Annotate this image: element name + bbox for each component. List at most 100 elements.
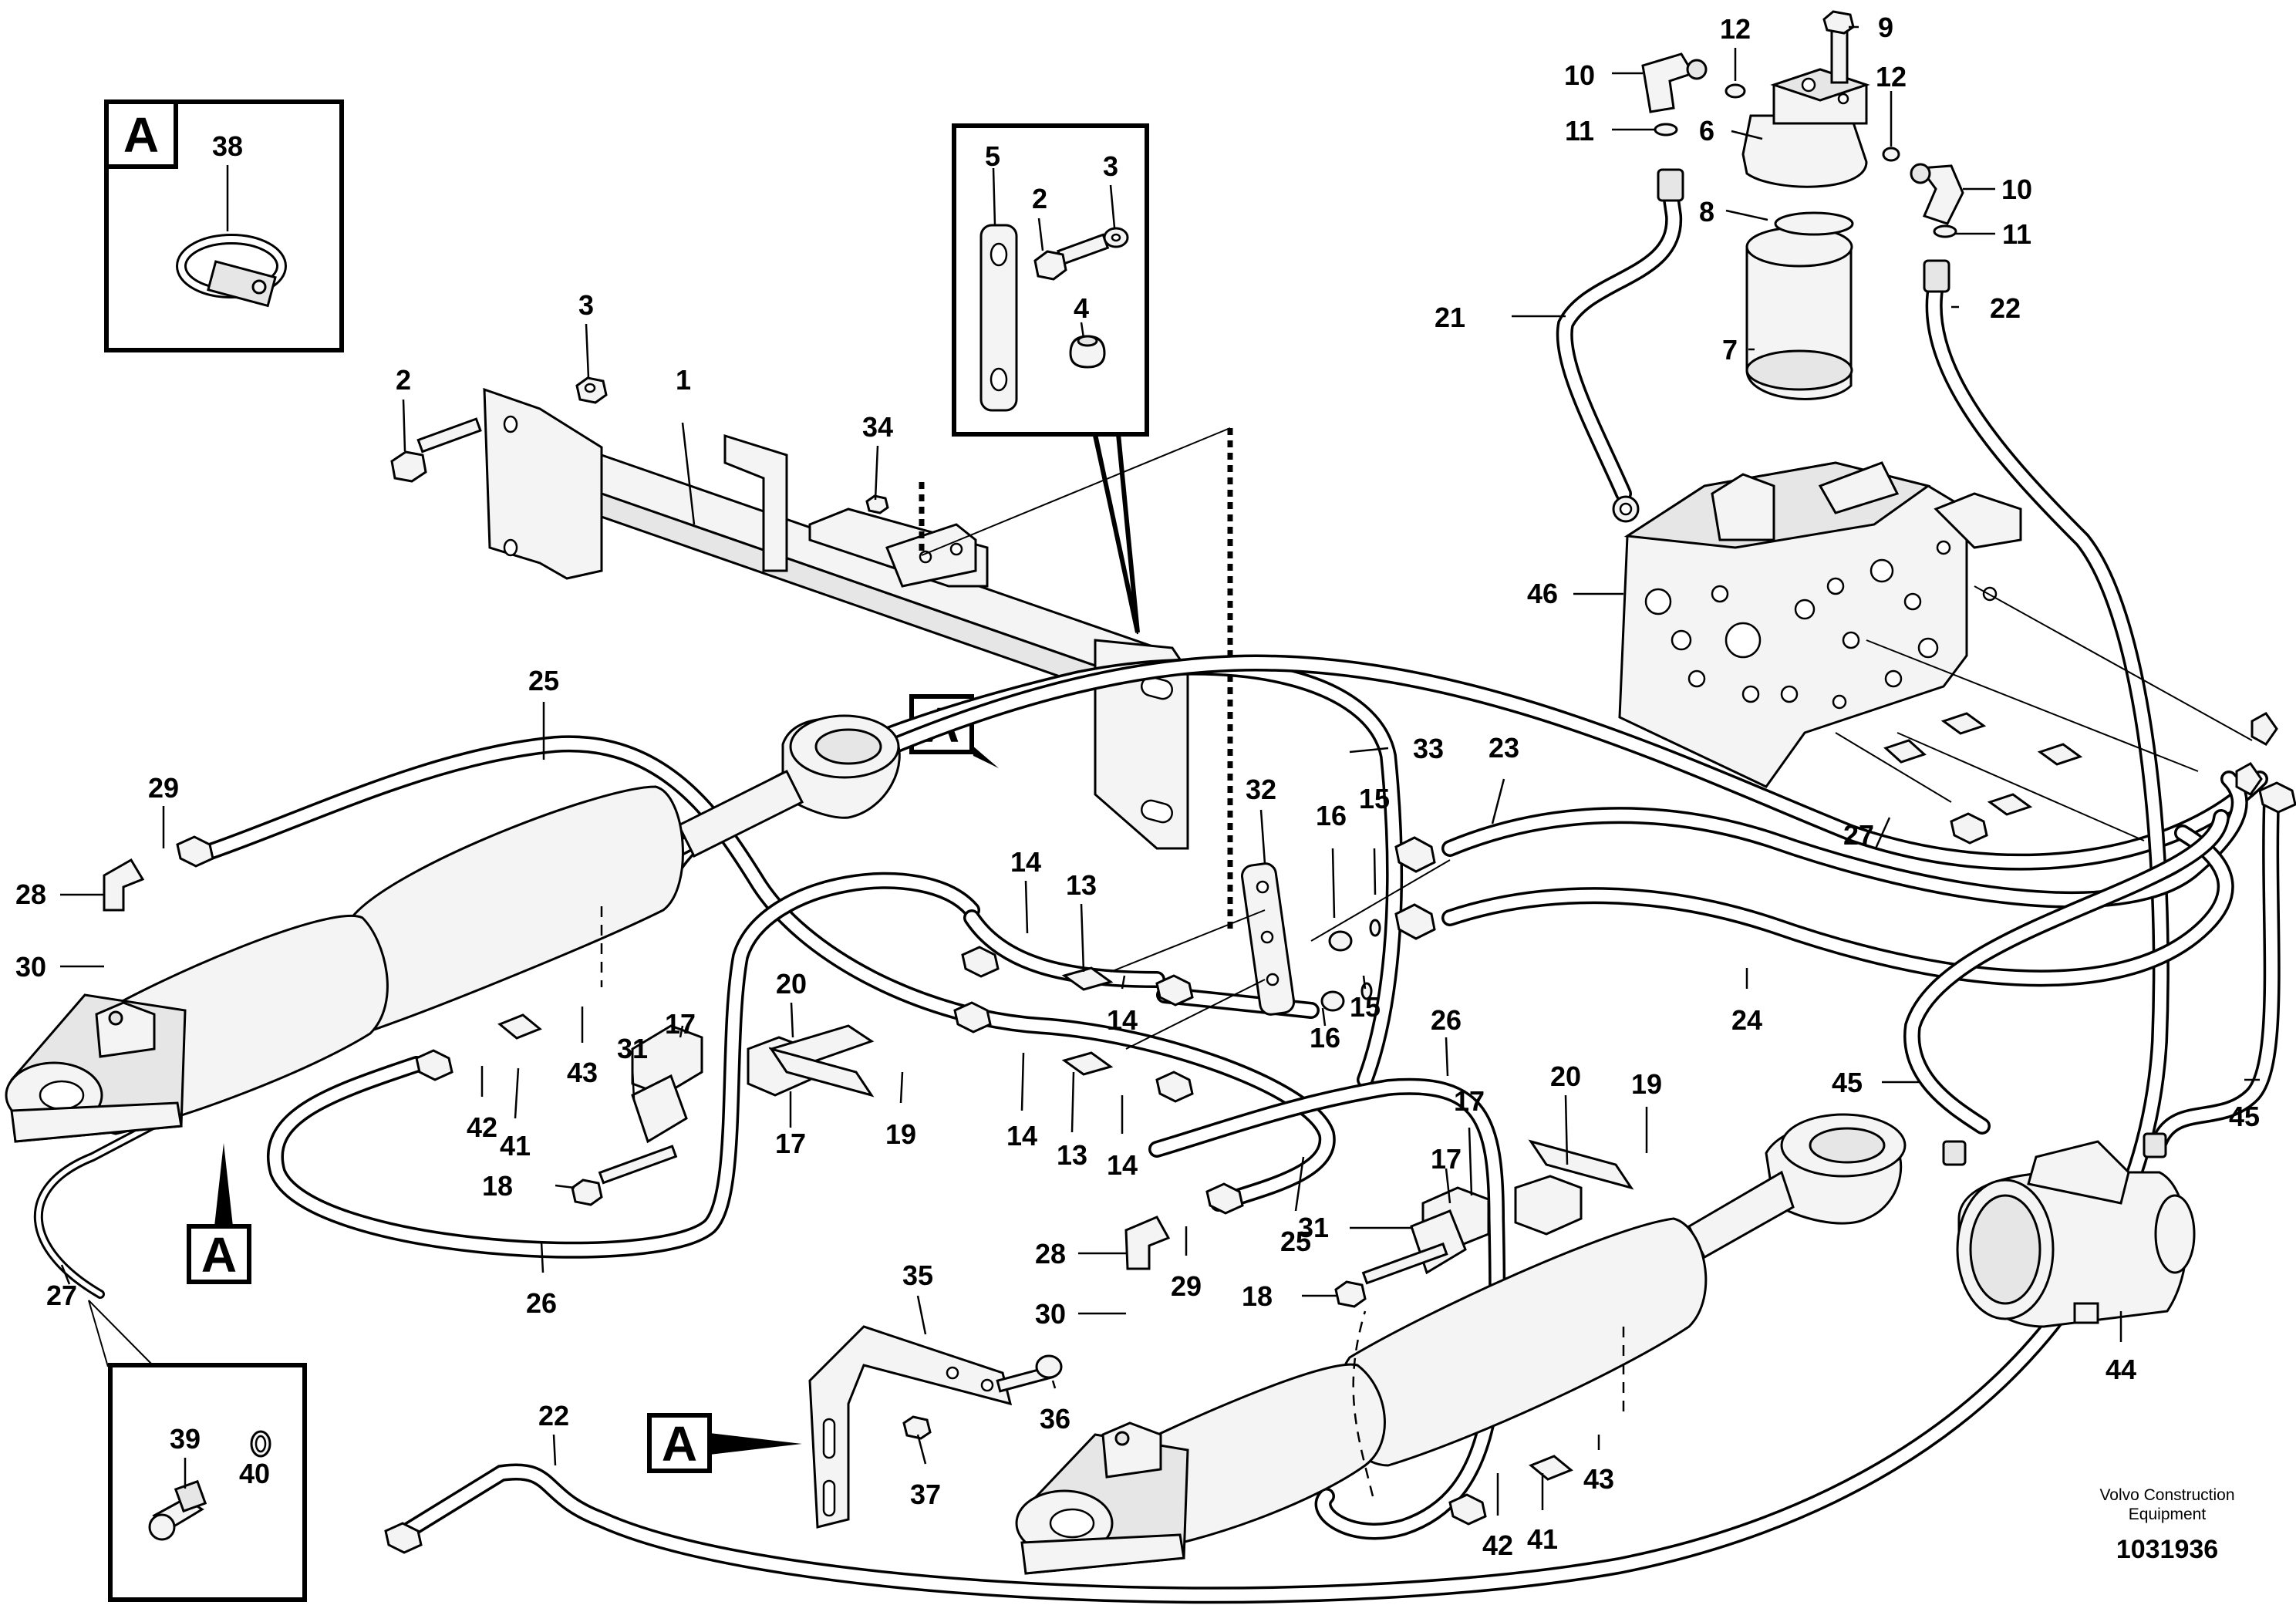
callout-label: 8 xyxy=(1699,196,1714,228)
callout-label: 42 xyxy=(467,1111,497,1143)
callout-label: 6 xyxy=(1699,115,1714,147)
callout-label: 41 xyxy=(500,1130,531,1162)
view-marker-a-3: A xyxy=(647,1413,802,1473)
callout-label: 38 xyxy=(212,130,243,162)
callout-label: 10 xyxy=(2001,174,2032,205)
callout-label: 31 xyxy=(1298,1212,1329,1243)
filter-bolt-part xyxy=(1822,10,1855,84)
callout-label: 17 xyxy=(1454,1085,1485,1117)
callout-label: 25 xyxy=(1280,1226,1311,1257)
callout-label: 25 xyxy=(528,665,559,696)
frame-nut-part xyxy=(575,376,608,404)
callout-label: 27 xyxy=(1843,819,1874,851)
hose-clamp-part xyxy=(176,234,287,308)
callout-label: 11 xyxy=(2002,218,2031,250)
callout-label: 1 xyxy=(676,364,691,396)
callout-label: 23 xyxy=(1489,732,1519,764)
callout-label: 32 xyxy=(1246,774,1276,805)
clamp-plate-left xyxy=(768,1047,875,1098)
callout-label: 27 xyxy=(46,1280,77,1311)
callout-label: 29 xyxy=(1171,1270,1202,1302)
callout-label: 7 xyxy=(1722,334,1738,366)
publisher-name-line2: Equipment xyxy=(2129,1506,2207,1523)
fittings-cluster xyxy=(103,712,2296,1554)
frame-bolt-part xyxy=(390,417,482,483)
callout-label: 44 xyxy=(2106,1354,2136,1385)
callout-label: 11 xyxy=(1565,115,1594,147)
washer-part xyxy=(1103,227,1129,248)
callout-label: 20 xyxy=(1550,1061,1581,1092)
callout-label: 10 xyxy=(1564,59,1595,91)
callout-label: 45 xyxy=(1832,1067,1863,1098)
callout-labels: 1 2 2 3 3 4 5 6 7 8 9 10 10 11 11 12 12 … xyxy=(15,12,2260,1561)
callout-label: 17 xyxy=(665,1008,696,1040)
callout-label: 28 xyxy=(15,878,46,910)
elbow-fitting-left xyxy=(1641,52,1708,113)
hose-21 xyxy=(1556,180,1683,502)
callout-label: 19 xyxy=(885,1118,916,1150)
view-marker-a-2: A xyxy=(187,1143,251,1284)
callout-label: 30 xyxy=(15,951,46,983)
callout-label: 43 xyxy=(1583,1463,1614,1495)
callout-label: 21 xyxy=(1435,302,1465,333)
control-valve-part xyxy=(1618,461,2022,788)
callout-label: 2 xyxy=(396,364,411,396)
callout-label: 16 xyxy=(1316,800,1347,831)
callout-label: 36 xyxy=(1040,1403,1070,1435)
callout-label: 43 xyxy=(567,1057,598,1088)
view-marker-text: A xyxy=(123,107,159,163)
callout-label: 18 xyxy=(1242,1280,1273,1312)
callout-label: 14 xyxy=(1006,1120,1037,1152)
nut-part xyxy=(1069,335,1106,369)
callout-label: 45 xyxy=(2229,1101,2260,1132)
callout-label: 20 xyxy=(776,968,807,1000)
callout-label: 24 xyxy=(1731,1004,1762,1036)
detail-view-a-hose-clamp: A xyxy=(104,99,344,352)
callout-label: 13 xyxy=(1057,1139,1087,1171)
plate-part xyxy=(979,224,1018,412)
bracket-bolt-36 xyxy=(996,1354,1063,1393)
callout-label: 14 xyxy=(1107,1149,1138,1181)
clamp-bolt-left xyxy=(571,1145,678,1206)
filter-assembly xyxy=(1741,68,1870,400)
publisher-name-line1: Volvo Construction xyxy=(2099,1486,2234,1504)
callout-label: 15 xyxy=(1350,991,1381,1023)
hydraulic-cylinder-left xyxy=(5,714,901,1143)
detail-view-bracket-fasteners xyxy=(952,123,1149,635)
callout-label: 37 xyxy=(910,1479,941,1510)
bracket-plate-32 xyxy=(1241,862,1296,1016)
callout-label: 12 xyxy=(1876,61,1907,93)
callout-label: 3 xyxy=(578,289,594,321)
mounting-frame-part xyxy=(483,387,1189,850)
callout-label: 17 xyxy=(1431,1143,1462,1175)
callout-label: 39 xyxy=(170,1423,201,1455)
callout-label: 14 xyxy=(1107,1004,1138,1036)
callout-label: 41 xyxy=(1527,1523,1558,1555)
callout-label: 9 xyxy=(1878,12,1893,43)
callout-label: 34 xyxy=(862,411,893,443)
callout-label: 22 xyxy=(1990,292,2021,324)
clamp-block-right xyxy=(1410,1139,1634,1275)
callout-label: 15 xyxy=(1359,783,1390,814)
filter-head-part xyxy=(1741,114,1868,188)
callout-label: 35 xyxy=(902,1259,933,1291)
callout-label: 22 xyxy=(538,1400,569,1431)
callout-label: 42 xyxy=(1482,1529,1513,1561)
document-number: 1031936 xyxy=(2116,1535,2218,1564)
small-nut-part xyxy=(865,494,889,514)
tee-fitting-part xyxy=(148,1479,207,1541)
callout-label: 4 xyxy=(1074,292,1089,324)
callout-label: 30 xyxy=(1035,1298,1066,1330)
callout-label: 3 xyxy=(1103,150,1118,182)
clamp-bolt-right xyxy=(1334,1242,1448,1308)
callout-label: 26 xyxy=(1431,1004,1462,1036)
svg-text:A: A xyxy=(662,1416,697,1472)
callout-label: 5 xyxy=(985,140,1000,172)
bolt-part xyxy=(1033,233,1110,281)
callout-label: 13 xyxy=(1066,869,1097,901)
filter-seal-part xyxy=(1774,211,1854,236)
callout-label: 2 xyxy=(1032,183,1047,214)
bracket-35 xyxy=(808,1325,1013,1529)
callout-label: 17 xyxy=(775,1128,806,1159)
